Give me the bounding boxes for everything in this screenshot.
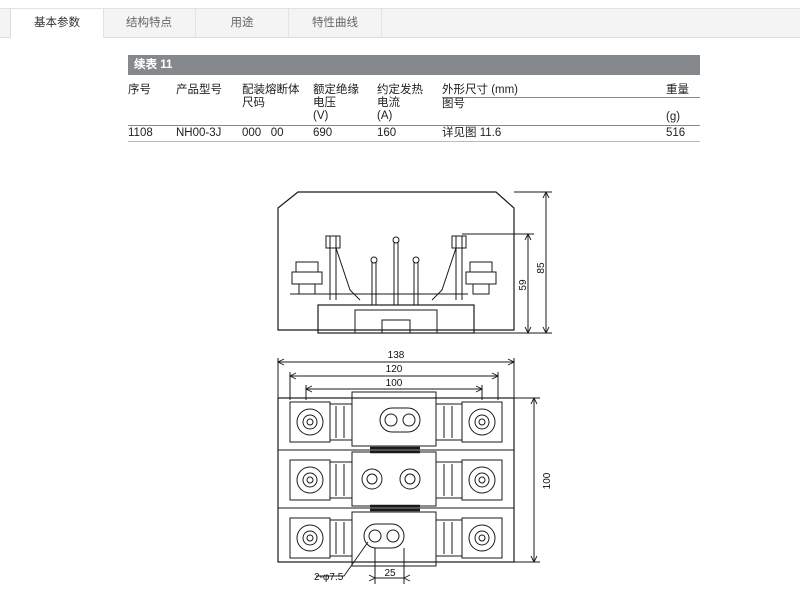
dim-25-label: 25 — [384, 568, 396, 579]
dim-138-label: 138 — [388, 350, 405, 361]
cell-seq: 1108 — [128, 125, 176, 142]
header-weight: 重量 (g) — [666, 84, 700, 126]
cell-model: NH00-3J — [176, 125, 242, 142]
spec-table: 序号 产品型号 配装熔断体尺码 额定绝缘电压(V) 约定发热电流(A) 外形尺寸… — [128, 84, 700, 142]
top-view — [276, 358, 540, 584]
cell-weight: 516 — [666, 125, 700, 142]
header-voltage: 额定绝缘电压(V) — [313, 84, 377, 126]
header-seq: 序号 — [128, 84, 176, 126]
tab-curves[interactable]: 特性曲线 — [289, 9, 382, 37]
dim-59-label: 59 — [518, 279, 529, 291]
spec-table-section: 续表 11 序号 产品型号 配装熔断体尺码 额定绝缘电压(V) 约定发热电流(A… — [128, 55, 700, 142]
header-dims: 外形尺寸 (mm)图号 — [442, 84, 666, 126]
header-fuse-size: 配装熔断体尺码 — [242, 84, 313, 126]
table-row: 1108 NH00-3J 000 00 690 160 详见图 11.6 516 — [128, 125, 700, 142]
cell-fuse-size: 000 00 — [242, 125, 313, 142]
tab-basic-params[interactable]: 基本参数 — [10, 9, 104, 38]
table-header-row: 序号 产品型号 配装熔断体尺码 额定绝缘电压(V) 约定发热电流(A) 外形尺寸… — [128, 84, 700, 126]
header-current: 约定发热电流(A) — [377, 84, 442, 126]
tab-usage[interactable]: 用途 — [196, 9, 289, 37]
dim-100-side-label: 100 — [542, 472, 553, 489]
cell-voltage: 690 — [313, 125, 377, 142]
header-model: 产品型号 — [176, 84, 242, 126]
table-title: 续表 11 — [128, 55, 700, 75]
cell-dims: 详见图 11.6 — [442, 125, 666, 142]
dim-85-label: 85 — [536, 262, 547, 274]
tab-structure[interactable]: 结构特点 — [103, 9, 196, 37]
side-view — [277, 190, 552, 335]
dim-100-top-label: 100 — [386, 378, 403, 389]
dim-120-label: 120 — [386, 364, 403, 375]
dim-hole-label: 2-φ7.5 — [314, 572, 344, 583]
tab-bar: 基本参数 结构特点 用途 特性曲线 — [0, 8, 800, 38]
cell-current: 160 — [377, 125, 442, 142]
